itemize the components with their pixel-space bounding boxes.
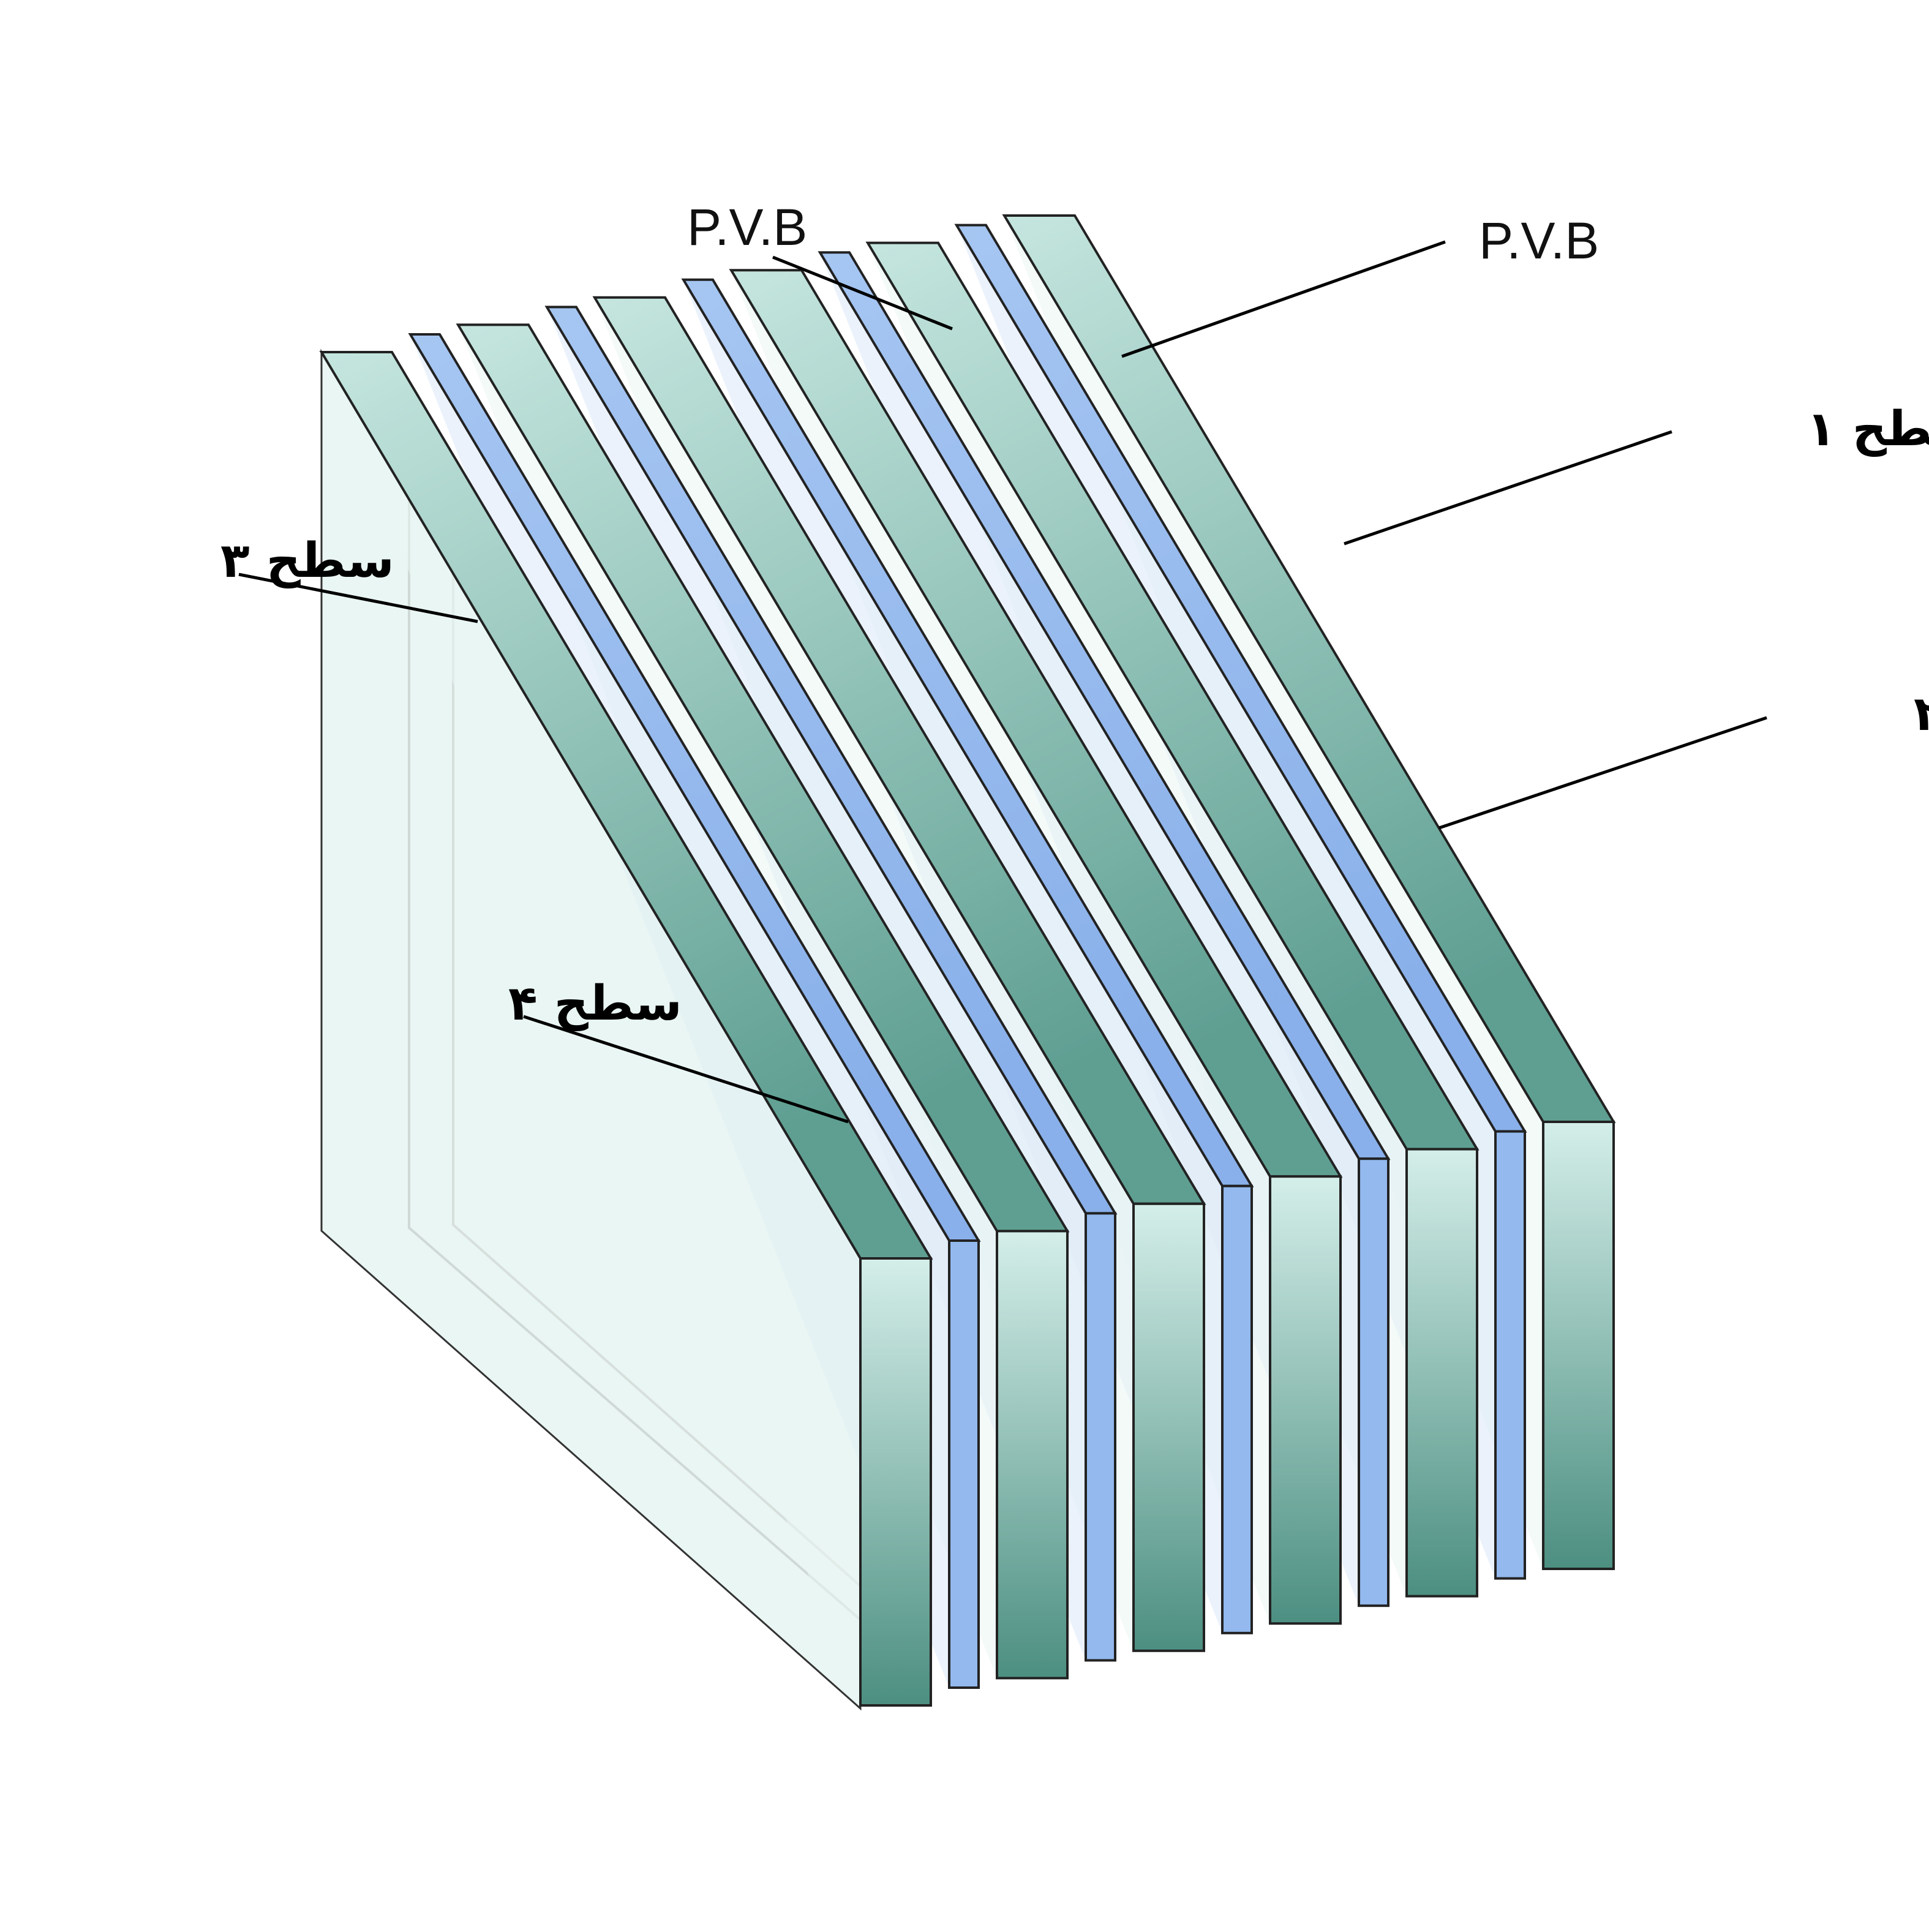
- label-surface-4: سطح ۴: [508, 976, 682, 1031]
- label-surface-2: سطح ۲: [1914, 686, 1929, 742]
- pvb-layer-front-5: [1221, 1184, 1253, 1634]
- glass-layer-front-2: [996, 1230, 1069, 1680]
- pvb-layer-front-9: [1494, 1130, 1526, 1580]
- leader-surface-4: [523, 1015, 849, 1124]
- inner-frame-line-2: [452, 551, 862, 1587]
- glass-layer-front-8: [1405, 1148, 1478, 1598]
- layer-stack: [319, 214, 1616, 1707]
- leader-pvb-1: [772, 255, 953, 331]
- inner-frame-line-1: [408, 478, 862, 1621]
- glass-layer-front-10: [1542, 1121, 1615, 1570]
- pvb-layer-front-7: [1358, 1157, 1389, 1607]
- pvb-layer-front-1: [948, 1239, 980, 1689]
- leader-surface-3: [238, 573, 478, 623]
- label-surface-1: سطح ۱: [1807, 402, 1929, 457]
- label-pvb-2: P.V.B: [1479, 212, 1599, 269]
- layer-side-0: [322, 352, 860, 1705]
- label-pvb-1: P.V.B: [687, 198, 807, 256]
- glass-layer-front-0: [859, 1257, 932, 1707]
- pvb-layer-front-3: [1085, 1212, 1116, 1662]
- leader-pvb-2: [1121, 240, 1446, 358]
- glass-layer-front-6: [1269, 1175, 1342, 1625]
- label-surface-3: سطح ۳: [220, 533, 394, 588]
- leader-surface-2: [1438, 716, 1767, 830]
- glass-layer-front-4: [1132, 1202, 1205, 1652]
- leader-surface-1: [1344, 430, 1672, 546]
